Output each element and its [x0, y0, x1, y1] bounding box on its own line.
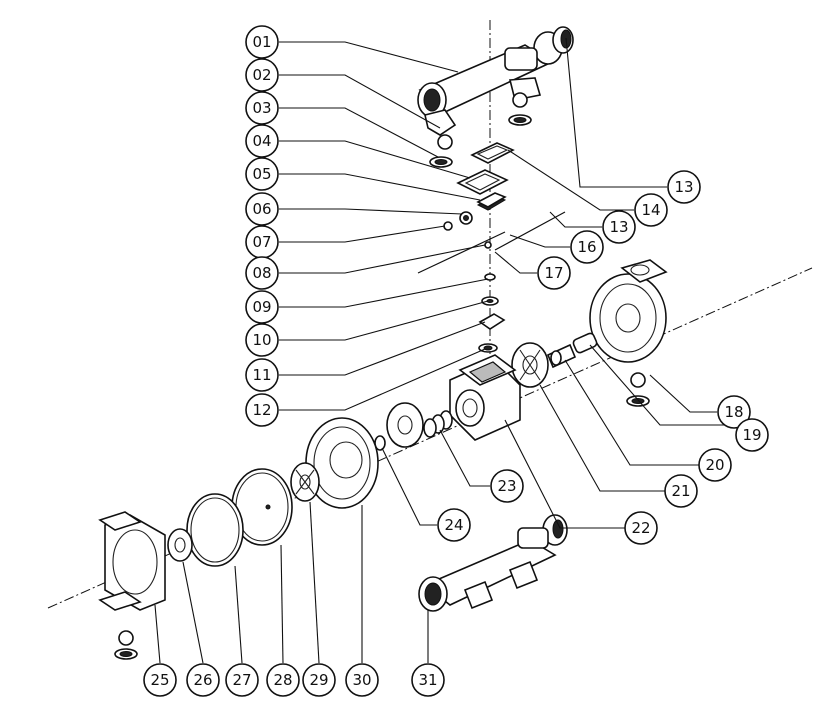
callout-12: 12	[245, 393, 279, 427]
shaft-and-bushings	[546, 332, 598, 369]
callout-29: 29	[302, 663, 336, 697]
callout-11-label: 11	[252, 366, 271, 384]
callout-01-label: 01	[252, 33, 271, 51]
callout-27: 27	[225, 663, 259, 697]
inner-plate-right	[511, 342, 549, 388]
callout-07-label: 07	[252, 233, 271, 251]
callout-10: 10	[245, 323, 279, 357]
callout-11: 11	[245, 358, 279, 392]
callout-28-label: 28	[273, 671, 292, 689]
callout-26-label: 26	[193, 671, 212, 689]
inner-plate-left	[374, 402, 424, 451]
callout-22-label: 22	[631, 519, 650, 537]
callout-19: 19	[735, 418, 769, 452]
callout-25-label: 25	[150, 671, 169, 689]
callout-25: 25	[143, 663, 177, 697]
callout-13-upper: 13	[667, 170, 701, 204]
top-manifold	[417, 26, 574, 136]
callout-16-label: 16	[577, 238, 596, 256]
diaphragm	[231, 468, 293, 546]
callout-10-label: 10	[252, 331, 271, 349]
shaft-spring	[423, 410, 453, 438]
callout-05-label: 05	[252, 165, 271, 183]
callout-21-label: 21	[671, 482, 690, 500]
callout-09: 09	[245, 290, 279, 324]
callout-24-label: 24	[444, 516, 463, 534]
callout-14: 14	[634, 193, 668, 227]
callout-18-label: 18	[724, 403, 743, 421]
callout-14-label: 14	[641, 201, 660, 219]
callout-03: 03	[245, 91, 279, 125]
bottom-manifold	[418, 514, 568, 612]
callout-05: 05	[245, 157, 279, 191]
callout-17-label: 17	[544, 264, 563, 282]
callout-31-label: 31	[418, 671, 437, 689]
callout-13-lower: 13	[602, 210, 636, 244]
callout-01: 01	[245, 25, 279, 59]
leader-lines	[154, 37, 735, 664]
callout-13-upper-label: 13	[674, 178, 693, 196]
callout-12-label: 12	[252, 401, 271, 419]
callout-08: 08	[245, 256, 279, 290]
backup-diaphragm	[186, 493, 244, 567]
left-fluid-chamber	[98, 511, 166, 660]
center-section-body	[449, 354, 521, 441]
callout-24: 24	[437, 508, 471, 542]
air-valve-parts	[456, 142, 515, 211]
air-valve-small-parts	[443, 211, 473, 231]
callout-06-label: 06	[252, 200, 271, 218]
callout-18: 18	[717, 395, 751, 429]
right-fluid-chamber	[589, 259, 668, 407]
callout-04: 04	[245, 124, 279, 158]
callout-13-lower-label: 13	[609, 218, 628, 236]
callout-29-label: 29	[309, 671, 328, 689]
center-stack-parts	[478, 273, 506, 353]
callout-16: 16	[570, 230, 604, 264]
callout-22: 22	[624, 511, 658, 545]
callout-23-label: 23	[497, 477, 516, 495]
callout-23: 23	[490, 469, 524, 503]
callout-20: 20	[698, 448, 732, 482]
callout-07: 07	[245, 225, 279, 259]
valve-ball-top	[429, 92, 532, 168]
callout-31: 31	[411, 663, 445, 697]
callout-06: 06	[245, 192, 279, 226]
outer-plate	[290, 462, 320, 502]
callout-19-label: 19	[742, 426, 761, 444]
callout-04-label: 04	[252, 132, 271, 150]
air-chamber-cover	[305, 417, 379, 509]
callout-08-label: 08	[252, 264, 271, 282]
callout-03-label: 03	[252, 99, 271, 117]
callout-30: 30	[345, 663, 379, 697]
callout-20-label: 20	[705, 456, 724, 474]
callout-26: 26	[186, 663, 220, 697]
callout-09-label: 09	[252, 298, 271, 316]
callout-28: 28	[266, 663, 300, 697]
outer-plate-left	[167, 528, 193, 562]
callout-30-label: 30	[352, 671, 371, 689]
callout-21: 21	[664, 474, 698, 508]
callout-02-label: 02	[252, 66, 271, 84]
callout-17: 17	[537, 256, 571, 290]
callout-02: 02	[245, 58, 279, 92]
callout-27-label: 27	[232, 671, 251, 689]
